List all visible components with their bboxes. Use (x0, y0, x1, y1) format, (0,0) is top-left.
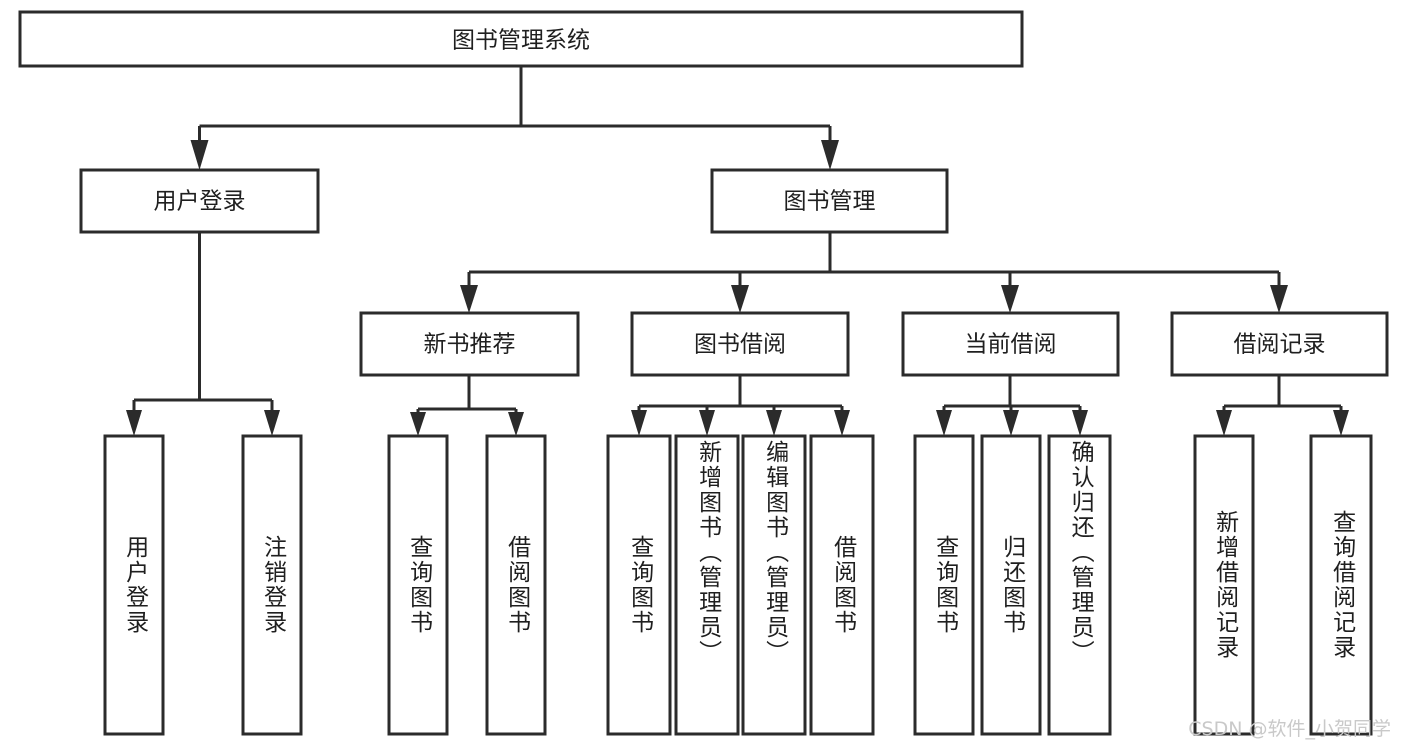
node-current-borrow-box (901, 311, 1120, 377)
arrowhead-nbr-borrow-book (508, 412, 524, 436)
node-new-book-recommend[interactable]: 新书推荐 (359, 311, 580, 377)
connector-group-book-mgmt (460, 232, 1288, 313)
leaf-box-br-add-record[interactable] (1193, 434, 1255, 736)
node-book-management[interactable]: 图书管理 (710, 168, 949, 234)
node-current-borrow-label: 当前借阅 (965, 332, 1057, 358)
node-book-borrow-label: 图书借阅 (694, 332, 786, 358)
leaf-box-bb-edit-book[interactable] (741, 434, 807, 736)
node-borrow-record[interactable]: 借阅记录 (1170, 311, 1389, 377)
connector-group-book-borrow (631, 375, 850, 436)
arrowhead-book-borrow (731, 285, 749, 313)
arrowhead-cb-confirm-return (1072, 410, 1088, 436)
leaf-box-cb-query-book[interactable] (913, 434, 975, 736)
arrowhead-new-book-recommend (460, 285, 478, 313)
node-new-book-recommend-label: 新书推荐 (424, 332, 516, 358)
arrowhead-user-login (190, 140, 209, 170)
node-book-borrow[interactable]: 图书借阅 (630, 311, 850, 377)
csdn-watermark: CSDN @软件_小贺同学 (1188, 718, 1391, 740)
connector-group-root (190, 66, 839, 170)
arrowhead-book-mgmt (821, 140, 839, 170)
node-borrow-record-box (1170, 311, 1389, 377)
leaf-box-nbr-query-book[interactable] (387, 434, 449, 736)
node-user-login[interactable]: 用户登录 (79, 168, 320, 234)
arrowhead-cb-return-book (1003, 410, 1019, 436)
node-user-login-box (79, 168, 320, 234)
leaf-box-group (103, 434, 1373, 736)
node-user-login-label: 用户登录 (154, 189, 246, 215)
arrowhead-leaf-user-login (126, 410, 142, 436)
leaf-box-user-login[interactable] (103, 434, 165, 736)
arrowhead-bb-add-book (699, 410, 715, 436)
node-root-label: 图书管理系统 (452, 28, 590, 54)
connector-group-current-borrow (936, 375, 1088, 436)
arrowhead-bb-borrow-book (834, 410, 850, 436)
arrowhead-leaf-logout (264, 410, 280, 436)
leaf-box-cb-return-book[interactable] (980, 434, 1042, 736)
connector-group-borrow-record (1216, 375, 1349, 436)
arrowhead-nbr-query-book (410, 412, 426, 436)
leaf-box-bb-query-book[interactable] (606, 434, 672, 736)
node-root-box (18, 10, 1024, 68)
connector-group-user-login (126, 232, 280, 436)
arrowhead-br-add-record (1216, 410, 1232, 436)
node-book-borrow-box (630, 311, 850, 377)
leaf-box-bb-add-book[interactable] (674, 434, 740, 736)
leaf-box-cb-confirm-return[interactable] (1047, 434, 1112, 736)
arrowhead-current-borrow (1001, 285, 1019, 313)
leaf-box-nbr-borrow-book[interactable] (485, 434, 547, 736)
arrowhead-cb-query-book (936, 410, 952, 436)
node-book-management-label: 图书管理 (784, 189, 876, 215)
arrowhead-bb-edit-book (766, 410, 782, 436)
leaf-box-br-query-record[interactable] (1309, 434, 1373, 736)
node-borrow-record-label: 借阅记录 (1234, 332, 1326, 358)
connector-group-new-book-recommend (410, 375, 524, 436)
node-root-system[interactable]: 图书管理系统 (18, 10, 1024, 68)
arrowhead-borrow-record (1270, 285, 1288, 313)
node-new-book-recommend-box (359, 311, 580, 377)
leaf-box-bb-borrow-book[interactable] (809, 434, 875, 736)
leaf-box-logout[interactable] (241, 434, 303, 736)
node-current-borrow[interactable]: 当前借阅 (901, 311, 1120, 377)
arrowhead-br-query-record (1333, 410, 1349, 436)
node-book-management-box (710, 168, 949, 234)
arrowhead-bb-query-book (631, 410, 647, 436)
